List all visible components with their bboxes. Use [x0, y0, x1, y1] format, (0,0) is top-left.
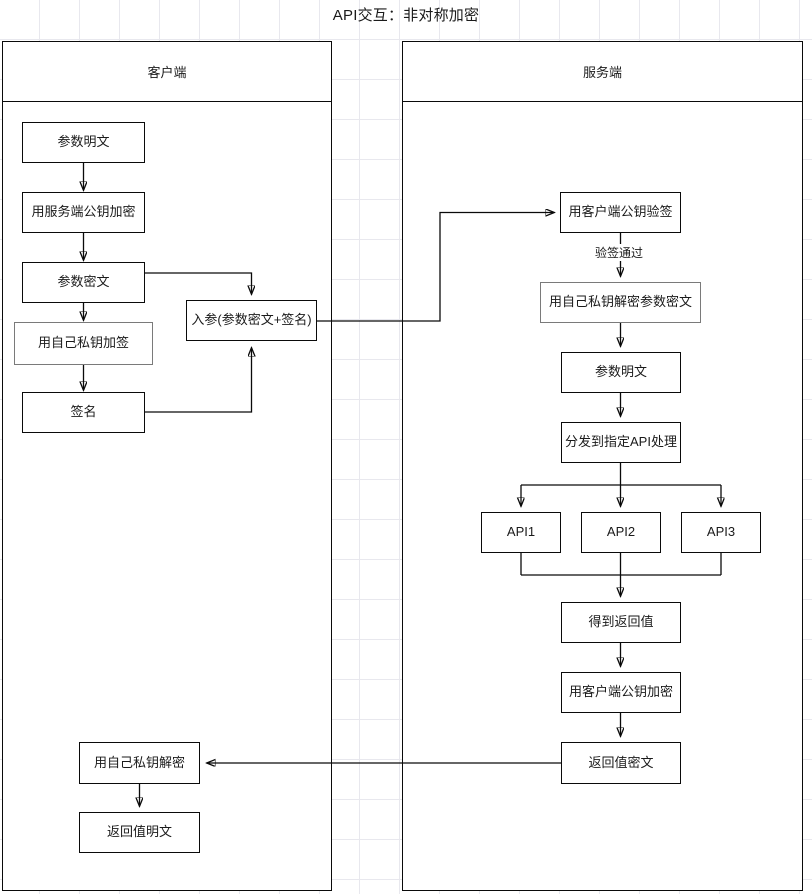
pool-server-header: 服务端 [403, 42, 802, 102]
node-verify-with-client-pubkey[interactable]: 用客户端公钥验签 [560, 192, 681, 233]
node-param-ciphertext[interactable]: 参数密文 [22, 262, 145, 303]
node-get-return-value[interactable]: 得到返回值 [561, 602, 681, 643]
pool-client-header: 客户端 [3, 42, 331, 102]
node-signature[interactable]: 签名 [22, 392, 145, 433]
node-decrypt-with-own-privkey[interactable]: 用自己私钥解密 [79, 742, 200, 784]
node-api1[interactable]: API1 [481, 512, 561, 553]
node-return-plaintext[interactable]: 返回值明文 [79, 812, 200, 853]
node-request-params[interactable]: 入参(参数密文+签名) [186, 300, 317, 341]
node-dispatch-to-api[interactable]: 分发到指定API处理 [561, 422, 681, 463]
node-api3[interactable]: API3 [681, 512, 761, 553]
node-return-ciphertext[interactable]: 返回值密文 [561, 742, 681, 784]
node-api2[interactable]: API2 [581, 512, 661, 553]
edge-label-verify-passed: 验签通过 [592, 244, 647, 261]
node-param-plaintext[interactable]: 参数明文 [22, 122, 145, 163]
node-encrypt-with-client-pubkey[interactable]: 用客户端公钥加密 [561, 672, 681, 713]
node-decrypt-params-with-own-privkey[interactable]: 用自己私钥解密参数密文 [540, 282, 701, 323]
diagram-title: API交互：非对称加密 [332, 7, 480, 24]
node-encrypt-with-server-pubkey[interactable]: 用服务端公钥加密 [22, 192, 145, 233]
node-sign-with-own-privkey[interactable]: 用自己私钥加签 [14, 322, 153, 365]
node-server-param-plaintext[interactable]: 参数明文 [561, 352, 681, 393]
